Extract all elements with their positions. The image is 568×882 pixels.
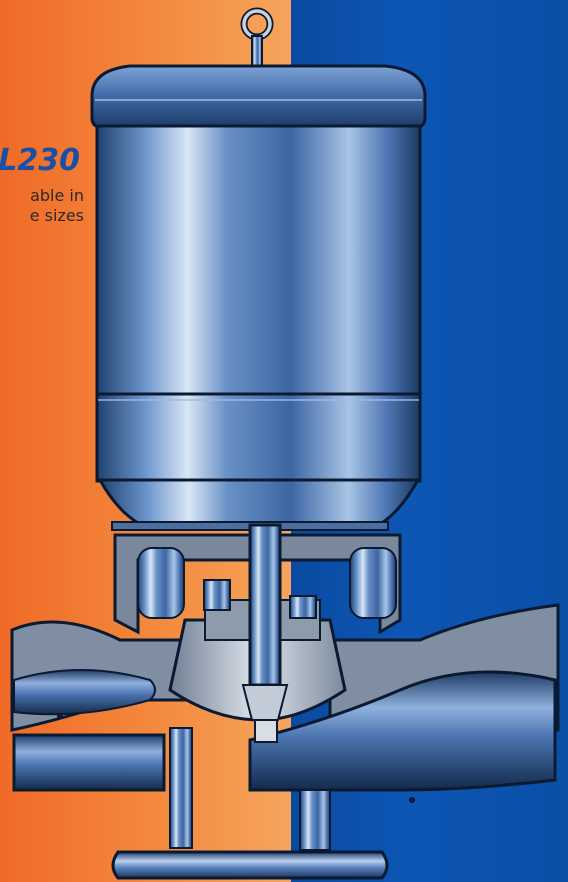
- motor-top-cap: [90, 64, 427, 130]
- eye-bolt: [240, 7, 274, 67]
- availability-text: able in e sizes: [0, 186, 84, 226]
- motor-bracket: [97, 478, 421, 526]
- support-leg: [169, 727, 193, 849]
- model-title: L230: [0, 145, 80, 177]
- base-plate: [111, 850, 389, 880]
- motor-body: [95, 124, 422, 483]
- coupling-housing: [113, 533, 402, 635]
- availability-line-2: e sizes: [29, 206, 84, 225]
- availability-line-1: able in: [30, 186, 84, 205]
- pump-shaft: [248, 523, 282, 687]
